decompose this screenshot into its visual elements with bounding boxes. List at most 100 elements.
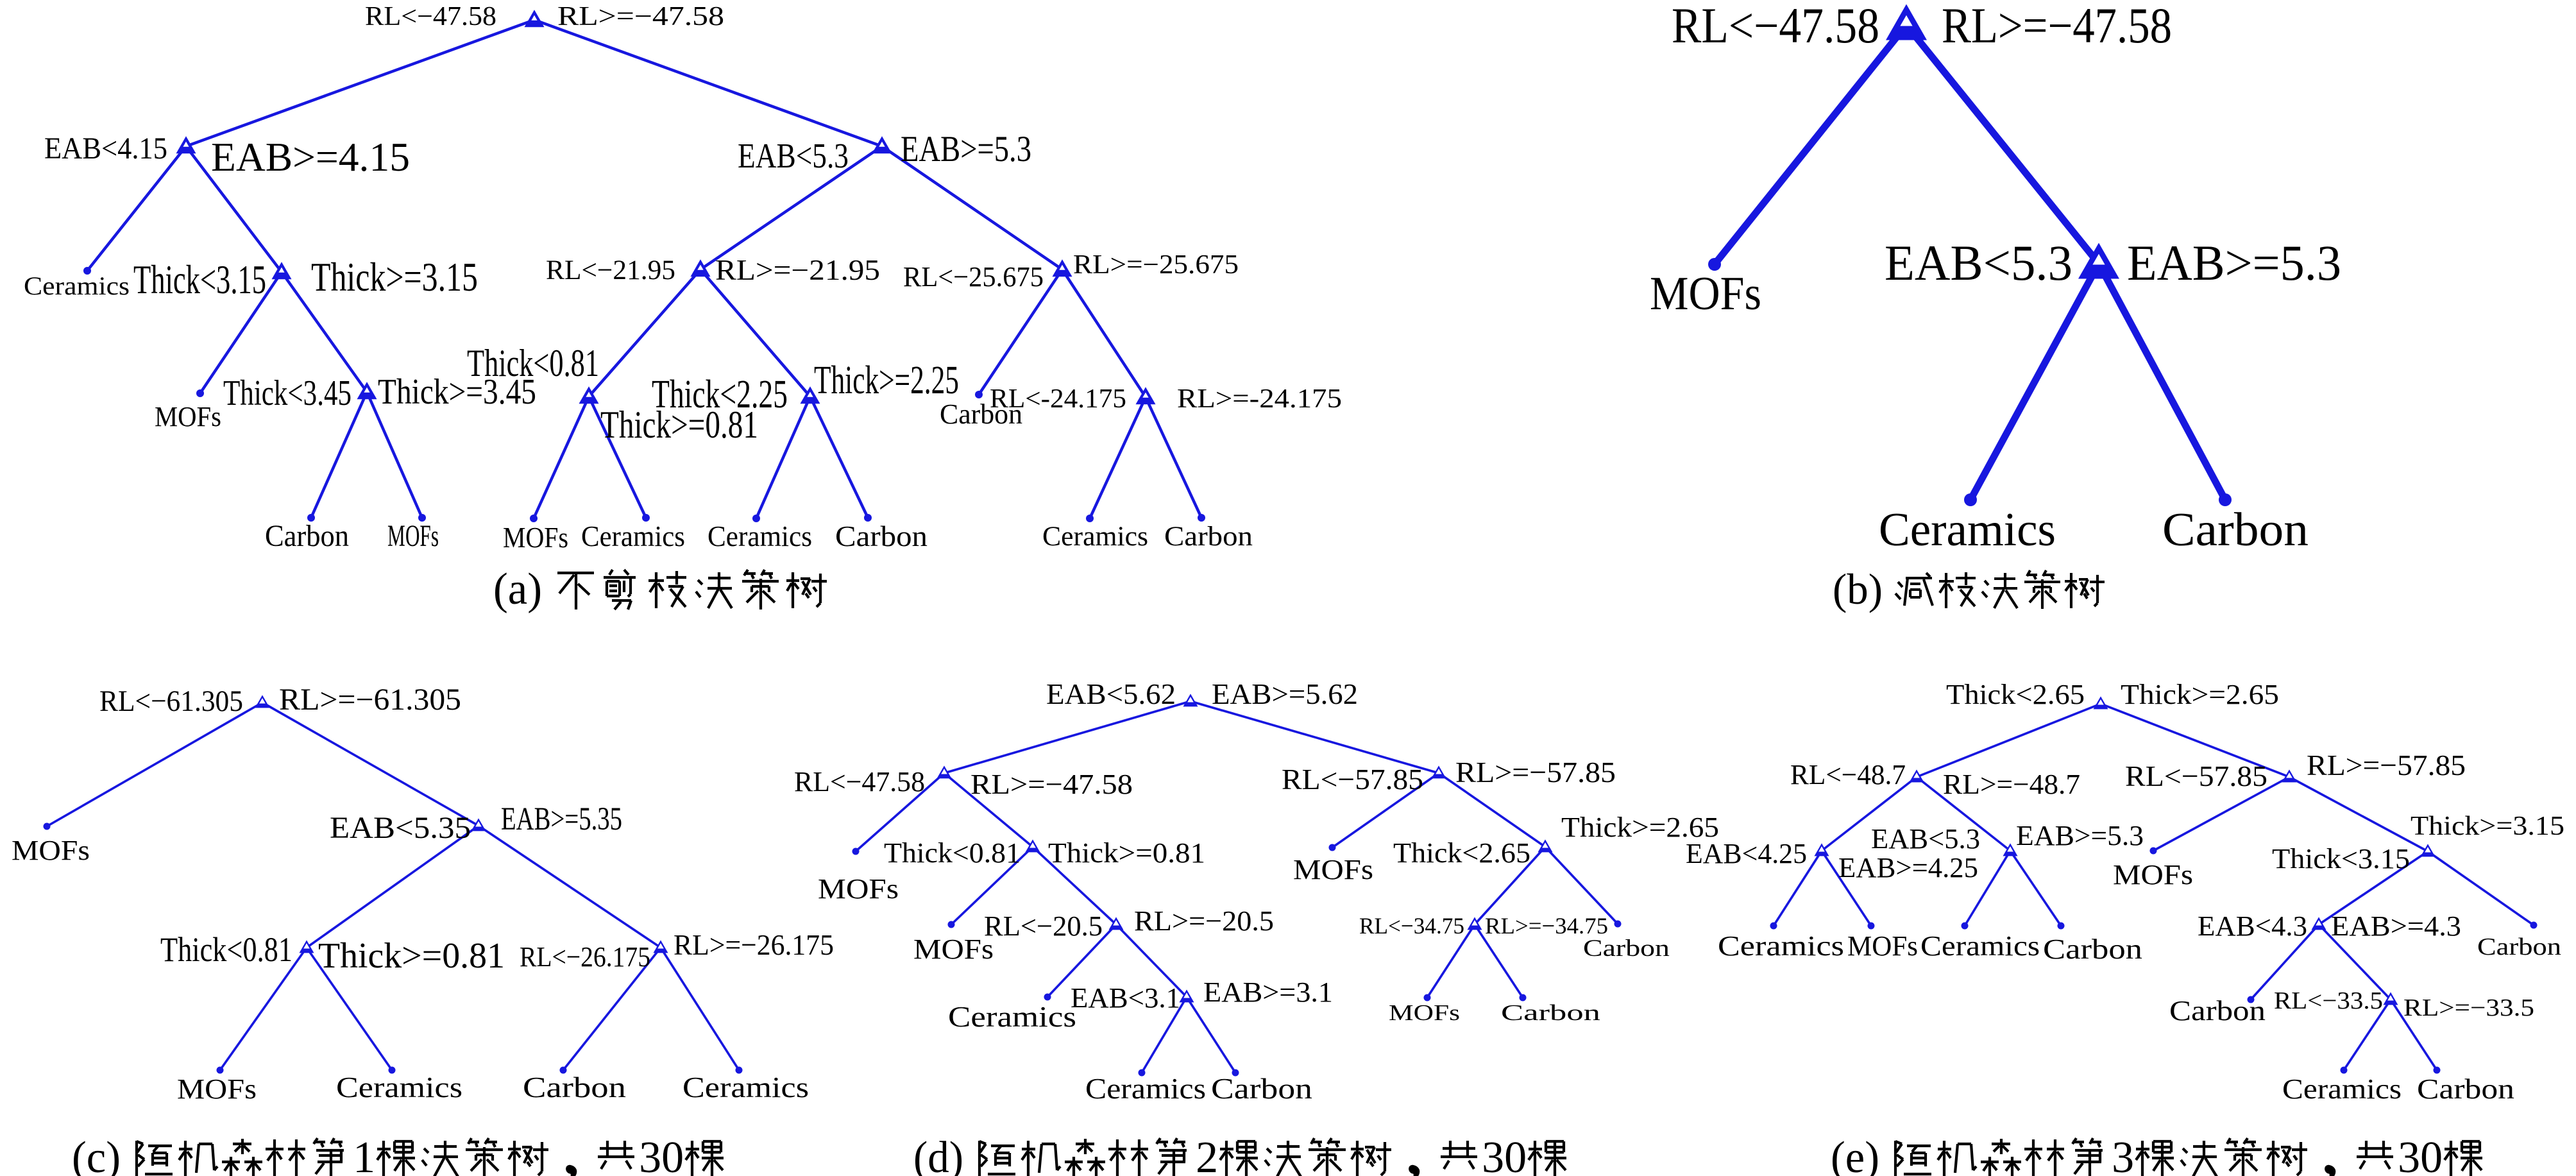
- svg-text:MOFs: MOFs: [1847, 930, 1918, 962]
- svg-text:MOFs: MOFs: [387, 519, 439, 553]
- svg-text:Thick>=2.65: Thick>=2.65: [1561, 812, 1719, 843]
- svg-text:RL>=−34.75: RL>=−34.75: [1485, 913, 1608, 939]
- svg-text:RL<−48.7: RL<−48.7: [1790, 759, 1906, 790]
- svg-text:RL<−47.58: RL<−47.58: [365, 2, 496, 31]
- svg-text:EAB<4.3: EAB<4.3: [2198, 910, 2307, 942]
- svg-text:Carbon: Carbon: [1501, 1000, 1600, 1025]
- svg-text:Ceramics: Ceramics: [1085, 1072, 1206, 1105]
- svg-text:Ceramics: Ceramics: [948, 1000, 1076, 1033]
- svg-text:RL<−57.85: RL<−57.85: [1282, 763, 1423, 796]
- svg-text:RL>=−47.58: RL>=−47.58: [970, 769, 1133, 800]
- svg-text:RL<−25.675: RL<−25.675: [903, 261, 1044, 293]
- svg-text:RL<−61.305: RL<−61.305: [99, 685, 243, 718]
- svg-text:Thick<2.65: Thick<2.65: [1393, 837, 1530, 869]
- svg-text:MOFs: MOFs: [1293, 854, 1373, 885]
- svg-text:Thick<3.15: Thick<3.15: [133, 257, 266, 302]
- svg-text:Thick<2.25: Thick<2.25: [652, 373, 788, 416]
- svg-text:Carbon: Carbon: [2169, 995, 2266, 1027]
- svg-text:MOFs: MOFs: [503, 521, 568, 554]
- svg-text:Carbon: Carbon: [2162, 504, 2309, 556]
- svg-text:EAB<5.3: EAB<5.3: [1885, 235, 2072, 291]
- svg-text:EAB>=5.3: EAB>=5.3: [2016, 820, 2144, 851]
- svg-text:(e): (e): [1831, 1133, 1879, 1176]
- svg-text:EAB>=5.35: EAB>=5.35: [501, 801, 622, 837]
- svg-text:Thick<0.81: Thick<0.81: [884, 837, 1021, 869]
- svg-text:EAB>=4.15: EAB>=4.15: [211, 135, 410, 180]
- svg-text:Carbon: Carbon: [940, 398, 1022, 430]
- svg-text:Thick>=3.15: Thick>=3.15: [311, 254, 478, 300]
- svg-text:Ceramics: Ceramics: [1920, 930, 2040, 962]
- svg-text:RL<−20.5: RL<−20.5: [984, 910, 1103, 942]
- svg-text:EAB<5.35: EAB<5.35: [330, 811, 471, 845]
- svg-text:Ceramics: Ceramics: [2282, 1073, 2402, 1105]
- svg-text:Ceramics: Ceramics: [708, 520, 812, 552]
- svg-text:Thick<0.81: Thick<0.81: [160, 930, 292, 969]
- svg-text:Carbon: Carbon: [2043, 933, 2142, 965]
- svg-text:30: 30: [2398, 1133, 2443, 1176]
- svg-text:MOFs: MOFs: [177, 1073, 257, 1105]
- svg-text:RL>=−47.58: RL>=−47.58: [1942, 0, 2172, 53]
- svg-text:Ceramics: Ceramics: [24, 271, 130, 300]
- svg-text:MOFs: MOFs: [818, 873, 899, 905]
- svg-text:Carbon: Carbon: [523, 1071, 626, 1104]
- svg-text:MOFs: MOFs: [1389, 1000, 1460, 1025]
- svg-text:RL<−33.5: RL<−33.5: [2274, 987, 2383, 1014]
- svg-text:EAB>=4.25: EAB>=4.25: [1838, 852, 1978, 883]
- svg-text:MOFs: MOFs: [1650, 268, 1761, 320]
- svg-text:Thick>=2.65: Thick>=2.65: [2121, 679, 2279, 710]
- svg-text:RL<−21.95: RL<−21.95: [546, 255, 675, 285]
- svg-text:Ceramics: Ceramics: [1718, 930, 1844, 962]
- svg-text:Thick>=0.81: Thick>=0.81: [318, 936, 505, 976]
- svg-text:EAB<5.62: EAB<5.62: [1046, 677, 1176, 710]
- svg-text:RL>=−48.7: RL>=−48.7: [1943, 769, 2080, 800]
- svg-text:1: 1: [353, 1133, 375, 1176]
- svg-text:Ceramics: Ceramics: [336, 1071, 462, 1104]
- svg-text:Ceramics: Ceramics: [682, 1071, 809, 1104]
- svg-text:Thick>=3.45: Thick>=3.45: [378, 372, 536, 412]
- svg-text:EAB<4.25: EAB<4.25: [1686, 838, 1807, 869]
- svg-text:Carbon: Carbon: [1211, 1072, 1312, 1105]
- svg-text:EAB>=5.62: EAB>=5.62: [1212, 677, 1358, 710]
- svg-text:Carbon: Carbon: [835, 520, 928, 552]
- svg-text:RL>=−20.5: RL>=−20.5: [1134, 905, 1274, 937]
- svg-text:MOFs: MOFs: [12, 835, 90, 866]
- svg-text:Ceramics: Ceramics: [1879, 504, 2056, 556]
- svg-text:RL>=-24.175: RL>=-24.175: [1177, 384, 1342, 414]
- svg-text:EAB<4.15: EAB<4.15: [44, 132, 167, 166]
- svg-text:EAB>=3.1: EAB>=3.1: [1203, 976, 1333, 1008]
- svg-text:2: 2: [1196, 1133, 1218, 1176]
- svg-text:EAB>=5.3: EAB>=5.3: [2127, 235, 2341, 291]
- svg-text:Ceramics: Ceramics: [581, 520, 685, 552]
- svg-text:Carbon: Carbon: [2417, 1073, 2514, 1105]
- svg-text:MOFs: MOFs: [2113, 859, 2193, 891]
- svg-text:(c): (c): [72, 1133, 121, 1176]
- svg-text:RL<−34.75: RL<−34.75: [1359, 913, 1464, 939]
- svg-text:RL>=−26.175: RL>=−26.175: [674, 928, 834, 961]
- svg-text:EAB<5.3: EAB<5.3: [738, 136, 849, 175]
- svg-text:(a): (a): [493, 565, 542, 614]
- svg-text:Carbon: Carbon: [1164, 522, 1253, 552]
- svg-text:Thick>=2.25: Thick>=2.25: [814, 359, 959, 402]
- svg-text:RL<−47.58: RL<−47.58: [794, 766, 925, 797]
- svg-text:EAB>=4.3: EAB>=4.3: [2331, 910, 2461, 942]
- svg-text:Carbon: Carbon: [1583, 935, 1670, 962]
- svg-text:Thick<2.65: Thick<2.65: [1946, 679, 2085, 710]
- svg-text:EAB>=5.3: EAB>=5.3: [901, 129, 1031, 169]
- svg-text:EAB<5.3: EAB<5.3: [1871, 823, 1980, 855]
- svg-text:RL<−47.58: RL<−47.58: [1672, 0, 1879, 53]
- svg-text:Thick<3.45: Thick<3.45: [223, 373, 352, 413]
- svg-text:RL<-24.175: RL<-24.175: [990, 384, 1126, 414]
- svg-text:RL>=−25.675: RL>=−25.675: [1073, 250, 1239, 280]
- svg-text:EAB<3.1: EAB<3.1: [1071, 982, 1180, 1014]
- svg-text:RL>=−57.85: RL>=−57.85: [1455, 756, 1616, 788]
- svg-text:RL>=−57.85: RL>=−57.85: [2307, 749, 2466, 781]
- svg-text:Ceramics: Ceramics: [1042, 522, 1148, 552]
- svg-text:Thick<3.15: Thick<3.15: [2272, 843, 2410, 874]
- svg-text:(d): (d): [913, 1133, 963, 1176]
- svg-text:RL<−26.175: RL<−26.175: [520, 941, 650, 973]
- svg-text:30: 30: [639, 1133, 684, 1176]
- svg-text:Carbon: Carbon: [265, 519, 349, 553]
- svg-text:Thick<0.81: Thick<0.81: [467, 342, 599, 384]
- svg-text:RL>=−33.5: RL>=−33.5: [2403, 994, 2534, 1021]
- svg-text:MOFs: MOFs: [913, 933, 994, 965]
